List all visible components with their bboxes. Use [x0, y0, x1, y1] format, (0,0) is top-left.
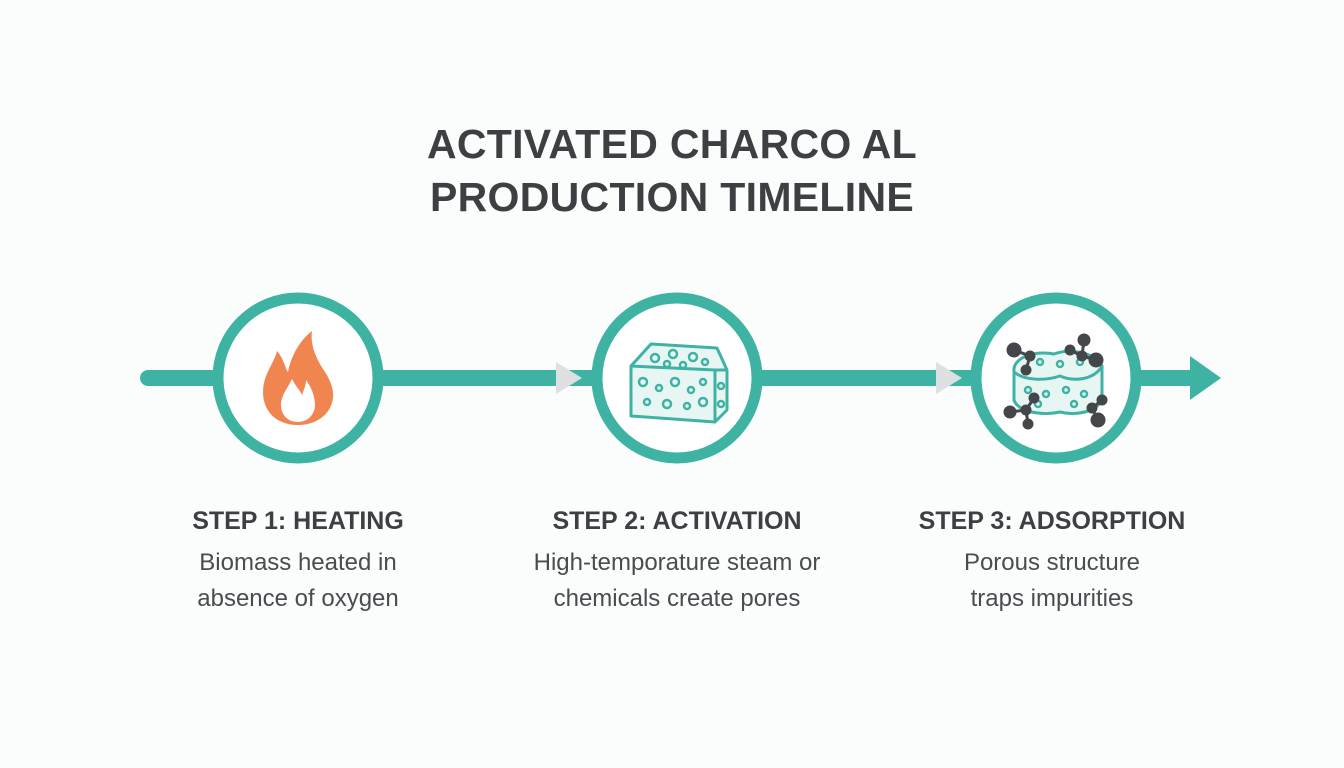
step-3-desc-line-1: Porous structure [963, 549, 1141, 576]
flame-icon [263, 331, 334, 425]
step-3-description: Porous structure traps impurities [872, 545, 1232, 617]
step-1-node [212, 292, 384, 464]
step-3-desc-line-2: traps impurities [970, 585, 1134, 612]
step-3-node [970, 292, 1142, 464]
adsorption-molecules-icon [1003, 333, 1108, 430]
page-title: ACTIVATED CHARCO AL PRODUCTION TIMELINE [0, 118, 1344, 224]
timeline-arrowhead [1190, 356, 1221, 400]
step-2-desc-line-2: chemicals create pores [553, 585, 801, 612]
step-1-desc-line-1: Biomass heated in [199, 549, 397, 576]
title-line-1: ACTIVATED CHARCO AL [426, 121, 918, 167]
step-2-desc-line-1: High-temporature steam or [533, 549, 821, 576]
step-3: STEP 3: ADSORPTION Porous structure trap… [872, 505, 1232, 617]
step-2-description: High-temporature steam or chemicals crea… [497, 545, 857, 617]
step-2-node [591, 292, 763, 464]
step-2: STEP 2: ACTIVATION High-temporature stea… [497, 505, 857, 617]
step-3-title: STEP 3: ADSORPTION [918, 507, 1186, 535]
step-2-title: STEP 2: ACTIVATION [552, 507, 802, 535]
porous-block-icon [629, 342, 729, 424]
step-1: STEP 1: HEATING Biomass heated in absenc… [118, 505, 478, 617]
connector-arrow-1 [556, 362, 582, 394]
connector-arrow-2 [936, 362, 962, 394]
step-1-title: STEP 1: HEATING [192, 507, 404, 535]
title-line-2: PRODUCTION TIMELINE [429, 174, 915, 220]
step-1-description: Biomass heated in absence of oxygen [118, 545, 478, 617]
step-1-desc-line-2: absence of oxygen [197, 585, 399, 612]
